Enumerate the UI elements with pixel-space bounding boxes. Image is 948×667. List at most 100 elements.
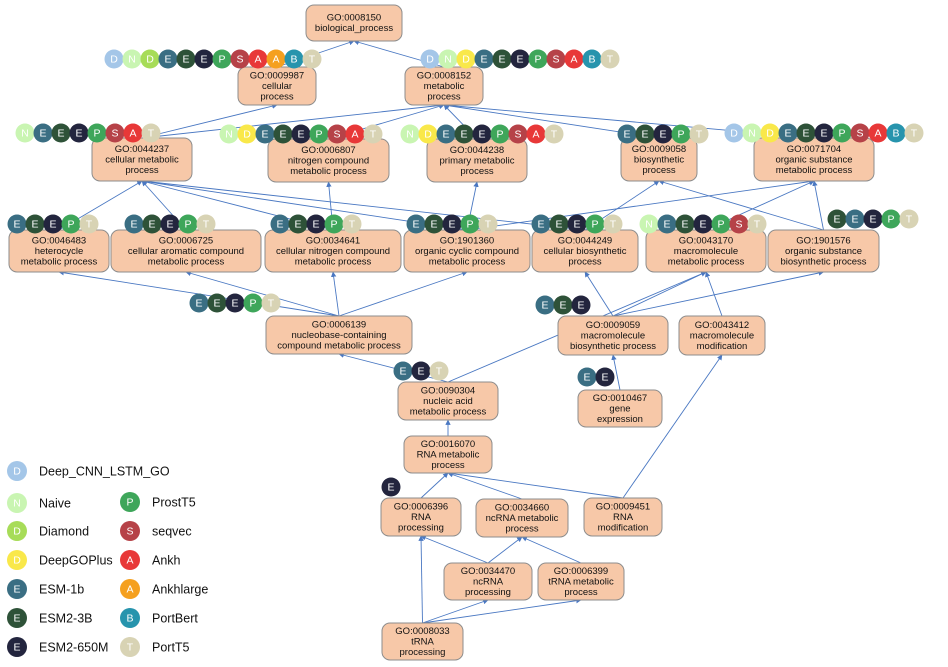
go-term-label: expression [597, 414, 643, 425]
edge-n44249-to-n44237 [141, 178, 586, 231]
method-badge-deepgoplus: D [237, 124, 257, 144]
edge-n1901576-to-n71704 [812, 180, 824, 231]
badge-circle [420, 49, 440, 69]
badge-letter: T [86, 219, 93, 231]
badge-letter: T [754, 219, 761, 231]
go-term-label: biosynthetic process [570, 341, 656, 352]
badge-letter: D [426, 54, 434, 66]
badge-letter: P [315, 129, 322, 141]
badge-letter: T [906, 214, 913, 226]
method-badge-naive: N [15, 123, 35, 143]
badge-circle [270, 214, 290, 234]
method-badge-prostt5: P [585, 214, 605, 234]
method-badge-esm2-650m: E [693, 214, 713, 234]
go-term-label: metabolic [424, 81, 465, 92]
method-badge-esm2-650m: E [567, 214, 587, 234]
go-term-label: RNA [411, 512, 432, 523]
badge-circle [273, 124, 293, 144]
go-term-id: GO:0008150 [327, 13, 381, 24]
badge-letter: E [541, 300, 548, 312]
go-term-label: processing [398, 522, 444, 533]
badge-letter: N [748, 128, 756, 140]
method-badge-diamond: D [140, 49, 160, 69]
badge-circle [675, 214, 695, 234]
method-badge-esm2-3b: E [176, 49, 196, 69]
method-badge-ankh: A [526, 124, 546, 144]
badge-letter: E [294, 219, 301, 231]
badge-circle [595, 367, 615, 387]
method-badge-esm-1b: E [124, 214, 144, 234]
method-badge-ankh: A [345, 124, 365, 144]
badge-circle [237, 124, 257, 144]
badge-circle [526, 124, 546, 144]
edge-n6139-to-n6725 [185, 270, 340, 317]
edge-n44237-to-n8152 [141, 102, 445, 139]
badge-letter: N [21, 128, 29, 140]
method-badge-esm2-3b: E [549, 214, 569, 234]
badge-letter: E [276, 219, 283, 231]
badge-circle [711, 214, 731, 234]
legend-swatch [120, 637, 140, 657]
go-term-label: process [260, 91, 294, 102]
edge-n8033-to-n6396 [418, 535, 424, 624]
method-badge-esm2-3b: E [142, 214, 162, 234]
method-badge-esm2-650m: E [653, 124, 673, 144]
badge-circle [724, 123, 744, 143]
badge-letter: P [249, 298, 256, 310]
badge-letter: A [532, 129, 539, 141]
method-badge-esm2-3b: E [25, 214, 45, 234]
method-badge-deep-cnn-lstm-go: D [104, 49, 124, 69]
legend-label: ESM2-650M [39, 641, 108, 655]
go-node-box [265, 315, 413, 355]
go-term-id: GO:0006399 [554, 566, 608, 577]
go-term-label: metabolic process [295, 256, 372, 267]
badge-letter: E [200, 54, 207, 66]
badge-letter: E [601, 372, 608, 384]
legend-label: PortBert [152, 612, 198, 626]
method-badge-seqvec: S [508, 124, 528, 144]
badge-circle [653, 124, 673, 144]
method-badge-seqvec: S [105, 123, 125, 143]
badge-letter: N [645, 219, 653, 231]
go-term-id: GO:0044238 [450, 145, 504, 156]
go-term-label: macromolecule [581, 330, 645, 341]
method-badge-esm-1b: E [577, 367, 597, 387]
legend-swatch [7, 608, 27, 628]
badge-circle [850, 123, 870, 143]
badge-letter: E [442, 129, 449, 141]
badge-letter: A [272, 54, 279, 66]
badge-letter: T [696, 129, 703, 141]
badge-letter: E [559, 300, 566, 312]
badge-circle [160, 214, 180, 234]
badge-letter: S [333, 129, 340, 141]
go-term-label: process [564, 587, 598, 598]
badge-letter: T [268, 298, 275, 310]
method-badge-esm-1b: E [531, 214, 551, 234]
edge-n8033-to-n6399 [422, 598, 582, 624]
badge-letter: E [417, 366, 424, 378]
badge-letter: E [480, 54, 487, 66]
go-term-label: process [568, 256, 602, 267]
badge-letter: E [195, 298, 202, 310]
go-term-id: GO:0034470 [461, 566, 515, 577]
method-badge-esm2-650m: E [411, 361, 431, 381]
go-term-label: RNA metabolic [417, 449, 480, 460]
go-term-label: cellular biosynthetic [544, 246, 627, 257]
badge-letter: S [552, 54, 559, 66]
badge-circle [104, 49, 124, 69]
badge-letter: T [349, 219, 356, 231]
method-badge-esm2-650m: E [863, 209, 883, 229]
go-node-box [91, 137, 193, 182]
go-term-label: gene [609, 403, 630, 414]
